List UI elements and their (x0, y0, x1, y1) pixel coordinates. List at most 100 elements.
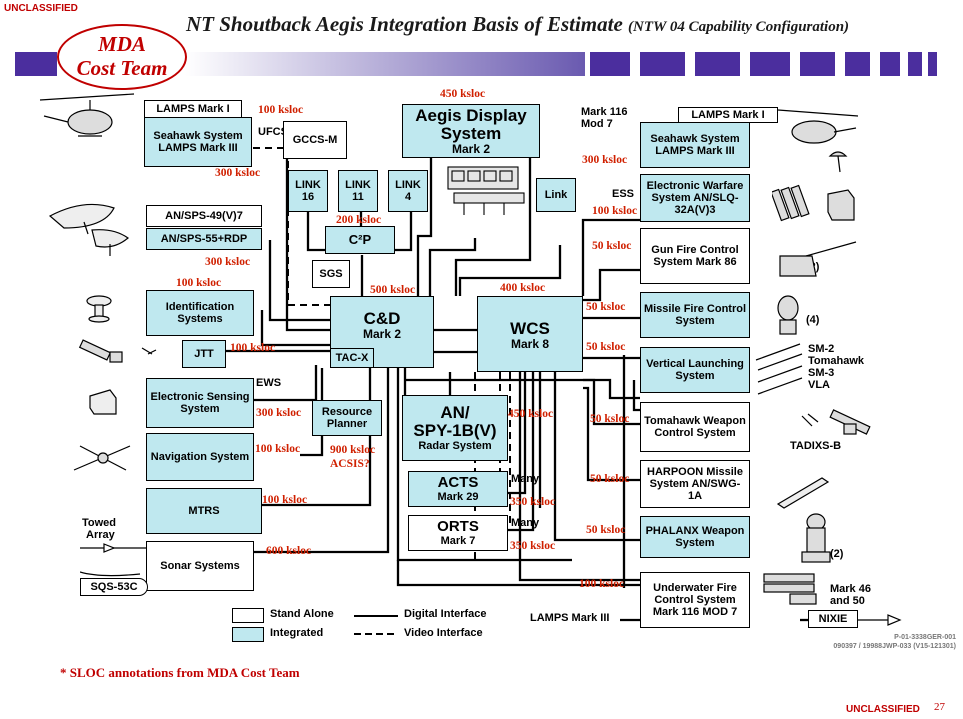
sonar-box: Sonar Systems (146, 541, 254, 591)
ksloc-orts: 350 ksloc (510, 540, 556, 552)
ksloc-wcs: 400 ksloc (500, 282, 546, 294)
tadixs-label: TADIXS-B (790, 440, 842, 452)
link4-box: LINK 4 (388, 170, 428, 212)
ksloc-nav: 100 ksloc (255, 443, 301, 455)
qty-4-label: (4) (806, 314, 820, 326)
legend-digital: Digital Interface (404, 608, 487, 620)
seahawk-right-box: Seahawk System LAMPS Mark III (640, 122, 750, 168)
gun-mount-icon (779, 241, 857, 277)
ksloc-sps: 300 ksloc (205, 256, 251, 268)
resource-planner-box: Resource Planner (312, 400, 382, 436)
title-sub: (NTW 04 Capability Configuration) (628, 19, 850, 35)
tomahawk-wcs-box: Tomahawk Weapon Control System (640, 402, 750, 452)
many-label-1: Many (511, 473, 540, 485)
ksloc-seahawk-left: 300 ksloc (215, 167, 261, 179)
ksloc-ident: 100 ksloc (176, 277, 222, 289)
wcs-box: WCS Mark 8 (477, 296, 583, 372)
mark116-label: Mark 116 (581, 106, 628, 118)
orts-box: ORTS Mark 7 (408, 515, 508, 551)
c2p-box: C²P (325, 226, 395, 254)
title-main: NT Shoutback Aegis Integration Basis of … (186, 12, 623, 36)
nixie-decoy-icon (858, 614, 902, 626)
header-band (15, 50, 955, 80)
sm3-label: SM-3 (808, 367, 835, 379)
torpedo-tubes-icon (763, 573, 817, 605)
orts-line1: ORTS (437, 518, 479, 535)
cd-box: C&D Mark 2 (330, 296, 434, 368)
nixie-box: NIXIE (808, 610, 858, 628)
cd-line2: Mark 2 (362, 326, 402, 341)
ksloc-resource: 900 ksloc (330, 444, 376, 456)
aegis-display-line2: System (440, 124, 502, 143)
classification-bottom: UNCLASSIFIED (846, 704, 920, 715)
legend-integrated-swatch (232, 627, 264, 642)
console-workstation-icon (447, 166, 525, 215)
sloc-note: * SLOC annotations from MDA Cost Team (60, 665, 300, 680)
ksloc-jtt: 100 ksloc (230, 342, 276, 354)
phalanx-mount-icon (801, 513, 831, 563)
aegis-display-line3: Mark 2 (451, 142, 491, 156)
esm-box: Electronic Sensing System (146, 378, 254, 428)
ksloc-gun: 50 ksloc (592, 240, 632, 252)
ksloc-acsis: ACSIS? (330, 458, 370, 470)
ksloc-harpoon: 50 ksloc (590, 473, 630, 485)
underwater-fcs-box: Underwater Fire Control System Mark 116 … (640, 572, 750, 628)
legend-stand-alone: Stand Alone (270, 608, 334, 620)
sensor-box-icon (89, 389, 117, 415)
vla-label: VLA (808, 379, 830, 391)
qty-2b-label: (2) (830, 548, 844, 560)
orts-line2: Mark 7 (440, 535, 476, 547)
gun-fcs-box: Gun Fire Control System Mark 86 (640, 228, 750, 284)
missiles-icon (755, 343, 803, 395)
towed-label-1: Towed (82, 517, 117, 529)
sqs53c-box: SQS-53C (80, 578, 148, 596)
legend-stand-alone-swatch (232, 608, 264, 623)
helicopter-left-icon (39, 93, 135, 137)
ksloc-c2p: 200 ksloc (336, 214, 382, 226)
lamps-mk1-right-box: LAMPS Mark I (678, 107, 778, 123)
ess-label: ESS (612, 188, 635, 200)
mod7-label: Mod 7 (581, 118, 613, 130)
spy-line1: AN/ (440, 403, 470, 422)
helicopter-right-icon (777, 109, 859, 173)
harpoon-missile-icon (776, 477, 830, 509)
legend-video: Video Interface (404, 627, 483, 639)
spy-line3: Radar System (418, 440, 492, 452)
fire-control-radar-icon (777, 295, 799, 335)
sps55-box: AN/SPS-55+RDP (146, 228, 262, 250)
radome-icon (86, 295, 112, 323)
lamps-mk1-left-box: LAMPS Mark I (144, 100, 242, 118)
cd-line1: C&D (363, 308, 401, 328)
missile-fcs-box: Missile Fire Control System (640, 292, 750, 338)
acts-line1: ACTS (437, 474, 479, 491)
slide-title: NT Shoutback Aegis Integration Basis of … (186, 12, 849, 37)
header-band-graphic (15, 52, 937, 76)
ufcs-label: UFCS (258, 126, 288, 138)
ksloc-tomahawk: 50 ksloc (590, 413, 630, 425)
towed-array-icon (80, 543, 146, 577)
link-box-right: Link (536, 178, 576, 212)
acts-line2: Mark 29 (437, 491, 479, 503)
phalanx-box: PHALANX Weapon System (640, 516, 750, 558)
ksloc-seahawk-right: 300 ksloc (582, 154, 628, 166)
towed-label-2: Array (86, 529, 115, 541)
satellite-right-icon (801, 409, 871, 435)
mda-cost-team-logo: MDA Cost Team (57, 24, 187, 90)
satellite-left-icon (78, 339, 157, 363)
ksloc-sonar: 600 ksloc (266, 545, 312, 557)
ksloc-aegis-display: 450 ksloc (440, 88, 486, 100)
gccs-box: GCCS-M (283, 121, 347, 159)
footer-ref-2: 090397 / 19988JWP-033 (V15-121301) (833, 643, 956, 650)
identification-box: Identification Systems (146, 290, 254, 336)
ksloc-phalanx: 50 ksloc (586, 524, 626, 536)
legend-line-samples (354, 615, 398, 635)
navigation-box: Navigation System (146, 433, 254, 481)
logo-line-1: MDA (98, 32, 146, 56)
jtt-box: JTT (182, 340, 226, 368)
spy-line2: SPY-1B(V) (413, 421, 497, 440)
ews-label: EWS (256, 377, 282, 389)
logo-line-2: Cost Team (76, 56, 168, 80)
ksloc-ews-right: 100 ksloc (592, 205, 638, 217)
sgs-box: SGS (312, 260, 350, 288)
tomahawk-missile-label: Tomahawk (808, 355, 865, 367)
